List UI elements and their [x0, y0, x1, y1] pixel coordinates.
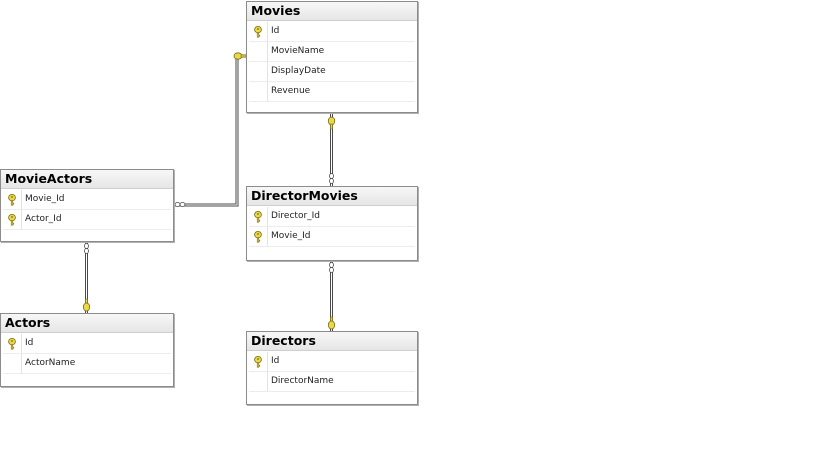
primary-key-icon	[8, 194, 16, 206]
row-selector[interactable]	[249, 372, 268, 391]
table-title[interactable]: Actors	[1, 314, 173, 333]
column-name: Movie_Id	[25, 194, 65, 204]
table-title[interactable]: Directors	[247, 332, 417, 351]
column-name: ActorName	[25, 358, 76, 368]
column-name: Id	[271, 356, 280, 366]
one-end-key-icon	[82, 298, 91, 312]
relationship-movieactors-actors[interactable]	[82, 242, 91, 313]
column-name: Id	[25, 338, 34, 348]
table-title[interactable]: Movies	[247, 2, 417, 21]
relationship-directormovies-directors[interactable]	[327, 261, 336, 331]
row-selector[interactable]	[3, 210, 22, 229]
one-end-key-icon	[327, 116, 336, 130]
column-row[interactable]: Id	[249, 352, 415, 372]
relationship-directormovies-movies[interactable]	[327, 113, 336, 186]
column-name: Actor_Id	[25, 214, 62, 224]
row-selector[interactable]	[3, 334, 22, 353]
column-row[interactable]: Id	[3, 334, 171, 354]
primary-key-icon	[254, 26, 262, 38]
table-title[interactable]: DirectorMovies	[247, 187, 417, 206]
table-title[interactable]: MovieActors	[1, 170, 173, 189]
row-selector[interactable]	[249, 42, 268, 61]
column-name: Movie_Id	[271, 231, 311, 241]
row-selector[interactable]	[3, 190, 22, 209]
column-row[interactable]: DisplayDate	[249, 62, 415, 82]
row-selector[interactable]	[249, 207, 268, 226]
primary-key-icon	[8, 338, 16, 350]
column-row[interactable]: Movie_Id	[3, 190, 171, 210]
column-name: DirectorName	[271, 376, 334, 386]
column-row[interactable]: MovieName	[249, 42, 415, 62]
column-row[interactable]: Id	[249, 22, 415, 42]
row-selector[interactable]	[249, 22, 268, 41]
column-row[interactable]: Revenue	[249, 82, 415, 102]
row-selector[interactable]	[249, 82, 268, 101]
column-name: MovieName	[271, 46, 325, 56]
row-selector[interactable]	[249, 227, 268, 246]
column-row[interactable]: ActorName	[3, 354, 171, 374]
column-row[interactable]: Actor_Id	[3, 210, 171, 230]
many-end-infinity-icon	[174, 202, 186, 207]
row-selector[interactable]	[3, 354, 22, 373]
one-end-key-icon	[327, 316, 336, 330]
primary-key-icon	[8, 214, 16, 226]
row-selector[interactable]	[249, 62, 268, 81]
one-end-key-icon	[233, 52, 247, 60]
many-end-infinity-icon	[329, 262, 334, 273]
many-end-infinity-icon	[329, 173, 334, 184]
column-name: Director_Id	[271, 211, 321, 221]
column-name: Revenue	[271, 86, 311, 96]
primary-key-icon	[254, 356, 262, 368]
column-row[interactable]: Movie_Id	[249, 227, 415, 247]
column-row[interactable]: DirectorName	[249, 372, 415, 392]
primary-key-icon	[254, 211, 262, 223]
column-name: DisplayDate	[271, 66, 326, 76]
many-end-infinity-icon	[84, 243, 89, 254]
relationship-movieactors-movies[interactable]	[174, 52, 247, 207]
row-selector[interactable]	[249, 352, 268, 371]
column-row[interactable]: Director_Id	[249, 207, 415, 227]
column-name: Id	[271, 26, 280, 36]
primary-key-icon	[254, 231, 262, 243]
